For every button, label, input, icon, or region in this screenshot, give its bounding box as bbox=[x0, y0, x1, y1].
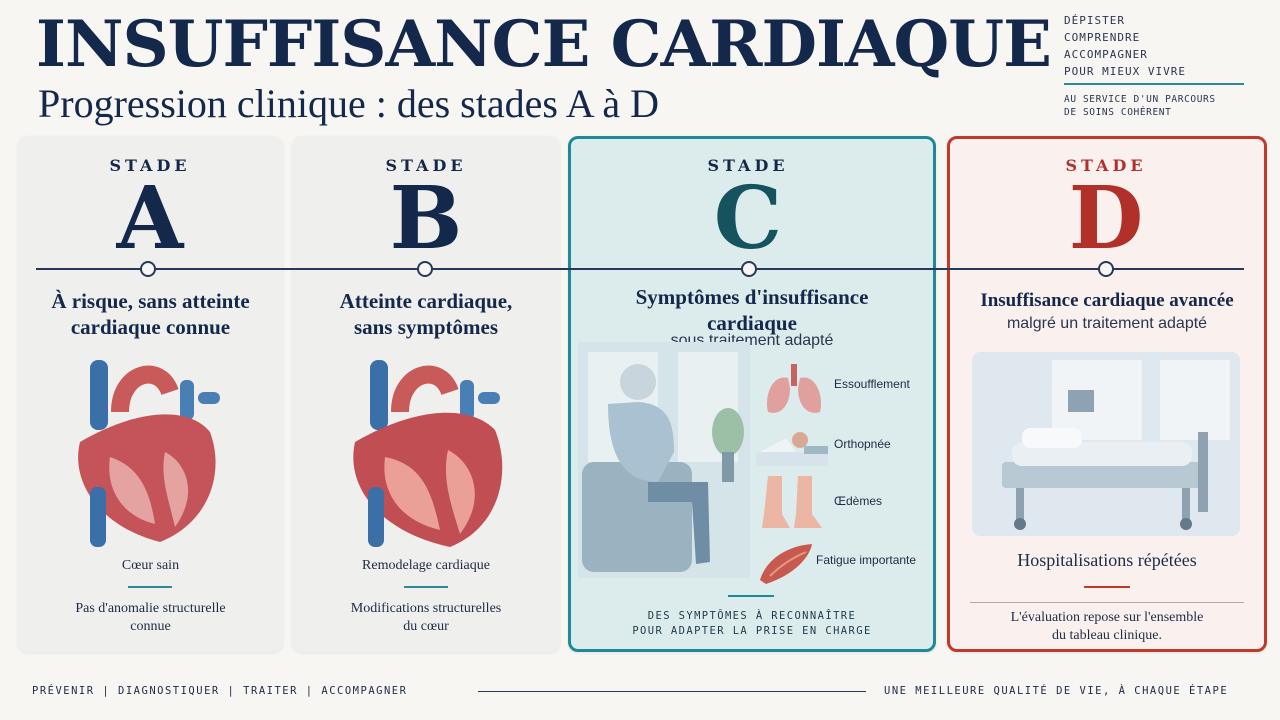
remodeled-heart-illustration bbox=[353, 360, 503, 547]
page-subtitle: Progression clinique : des stades A à D bbox=[38, 81, 660, 126]
stage-b-card bbox=[292, 136, 560, 652]
page-title: INSUFFISANCE CARDIAQUE bbox=[36, 7, 1052, 82]
timeline-dot-c bbox=[741, 261, 757, 277]
stage-b-title: Atteinte cardiaque,sans symptômes bbox=[339, 289, 513, 339]
stage-c-divider bbox=[728, 595, 774, 597]
timeline-dot-b bbox=[417, 261, 433, 277]
stage-a-letter: A bbox=[116, 168, 184, 269]
stage-d-subtitle: malgré un traitement adapté bbox=[1006, 315, 1208, 332]
stage-d-letter: D bbox=[1068, 168, 1144, 269]
tagline-sub-line: AU SERVICE D'UN PARCOURS bbox=[1064, 94, 1216, 105]
progression-timeline bbox=[36, 268, 1244, 270]
symptom-label: Orthopnée bbox=[834, 437, 891, 451]
stage-c-label: STADE bbox=[707, 156, 789, 175]
symptom-label: Fatigue importante bbox=[816, 553, 917, 567]
tagline-line: COMPRENDRE bbox=[1064, 31, 1141, 44]
stage-b-divider bbox=[404, 586, 448, 588]
symptom-label: Essoufflement bbox=[834, 377, 910, 391]
stage-d-divider bbox=[1084, 586, 1130, 588]
stage-a-caption: Cœur sain bbox=[121, 558, 180, 573]
tagline: DÉPISTER COMPRENDRE ACCOMPAGNER POUR MIE… bbox=[1064, 12, 1254, 80]
orthopnea-icon bbox=[756, 432, 828, 466]
stage-b-letter: B bbox=[389, 168, 463, 269]
tagline-line: POUR MIEUX VIVRE bbox=[1064, 65, 1186, 78]
stage-d-rule bbox=[970, 602, 1244, 603]
stage-a-card bbox=[18, 136, 283, 652]
edema-feet-icon bbox=[762, 476, 822, 528]
footer-tagline: UNE MEILLEURE QUALITÉ DE VIE, À CHAQUE É… bbox=[884, 685, 1229, 697]
tagline-line: ACCOMPAGNER bbox=[1064, 48, 1148, 61]
tagline-sub-line: DE SOINS COHÉRENT bbox=[1064, 107, 1172, 118]
timeline-dot-d bbox=[1098, 261, 1114, 277]
hospital-bed-illustration bbox=[972, 352, 1240, 536]
lungs-icon bbox=[766, 364, 822, 413]
symptom-label: Œdèmes bbox=[834, 494, 883, 508]
tagline-line: DÉPISTER bbox=[1064, 14, 1125, 27]
stage-a-label: STADE bbox=[109, 156, 191, 175]
stage-d-title: Insuffisance cardiaque avancée bbox=[980, 290, 1234, 311]
footer-actions: PRÉVENIR | DIAGNOSTIQUER | TRAITER | ACC… bbox=[32, 685, 408, 697]
tagline-divider bbox=[1064, 83, 1244, 85]
stage-d-label: STADE bbox=[1065, 156, 1147, 175]
stage-c-letter: C bbox=[713, 168, 783, 269]
seated-patient-illustration bbox=[578, 342, 750, 578]
footer-divider bbox=[478, 691, 866, 692]
stage-b-label: STADE bbox=[385, 156, 467, 175]
healthy-heart-illustration bbox=[78, 360, 220, 547]
stage-d-caption: Hospitalisations répétées bbox=[1017, 550, 1197, 570]
muscle-fatigue-icon bbox=[760, 544, 812, 584]
stage-a-divider bbox=[128, 586, 172, 588]
timeline-dot-a bbox=[140, 261, 156, 277]
stage-b-caption: Remodelage cardiaque bbox=[362, 558, 490, 573]
tagline-sub: AU SERVICE D'UN PARCOURS DE SOINS COHÉRE… bbox=[1064, 93, 1264, 119]
